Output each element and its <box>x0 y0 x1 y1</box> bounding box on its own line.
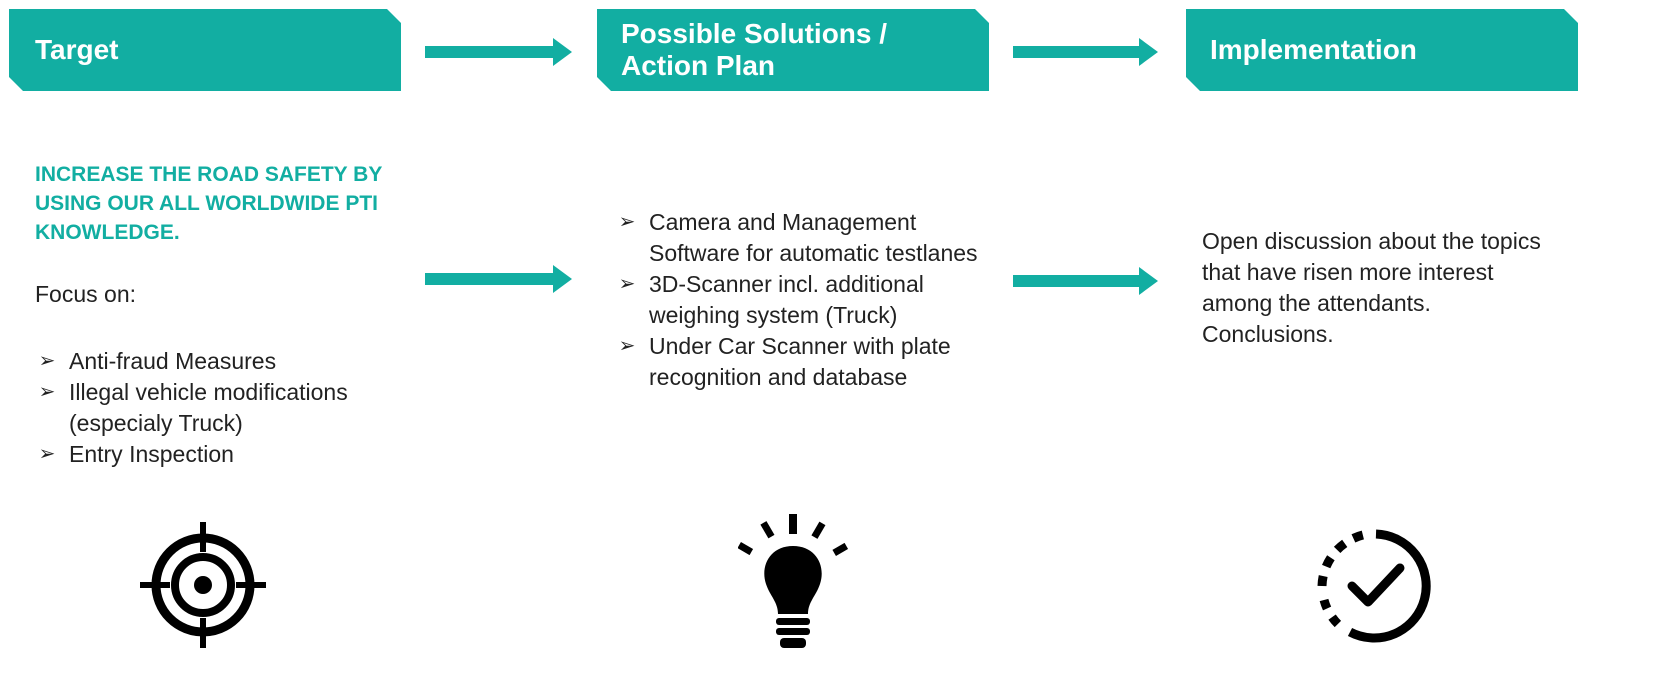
header-implementation-label: Implementation <box>1210 34 1417 65</box>
target-title: INCREASE THE ROAD SAFETY BY USING OUR AL… <box>35 163 382 244</box>
bullet-arrow-icon: ➢ <box>38 381 56 403</box>
arrow-right-icon <box>1013 267 1158 295</box>
implementation-text: Open discussion about the topics that ha… <box>1202 228 1541 347</box>
header-target: Target <box>9 9 401 91</box>
list-item: ➢Entry Inspection <box>35 439 425 470</box>
list-item: ➢Under Car Scanner with plate recognitio… <box>615 331 985 393</box>
header-target-label: Target <box>35 34 119 65</box>
bullet-arrow-icon: ➢ <box>38 443 56 465</box>
bullet-arrow-icon: ➢ <box>618 335 636 357</box>
bullet-arrow-icon: ➢ <box>618 273 636 295</box>
list-item: ➢3D-Scanner incl. additional weighing sy… <box>615 269 985 331</box>
target-icon <box>140 522 266 648</box>
list-item: ➢Camera and Management Software for auto… <box>615 207 985 269</box>
header-solutions-label: Possible Solutions / Action Plan <box>621 18 888 81</box>
bullet-arrow-icon: ➢ <box>38 350 56 372</box>
solutions-list: ➢Camera and Management Software for auto… <box>615 207 985 393</box>
bullet-arrow-icon: ➢ <box>618 211 636 233</box>
target-list: ➢Anti-fraud Measures ➢Illegal vehicle mo… <box>35 346 425 470</box>
list-item: ➢Anti-fraud Measures <box>35 346 425 377</box>
arrow-right-icon <box>425 265 572 293</box>
arrow-right-icon <box>1013 38 1158 66</box>
arrow-right-icon <box>425 38 572 66</box>
header-implementation: Implementation <box>1186 9 1578 91</box>
focus-label: Focus on: <box>35 281 136 307</box>
clock-check-icon <box>1317 529 1431 643</box>
lightbulb-icon <box>738 514 848 648</box>
header-solutions: Possible Solutions / Action Plan <box>597 9 989 91</box>
list-item: ➢Illegal vehicle modifications (especial… <box>35 377 425 439</box>
